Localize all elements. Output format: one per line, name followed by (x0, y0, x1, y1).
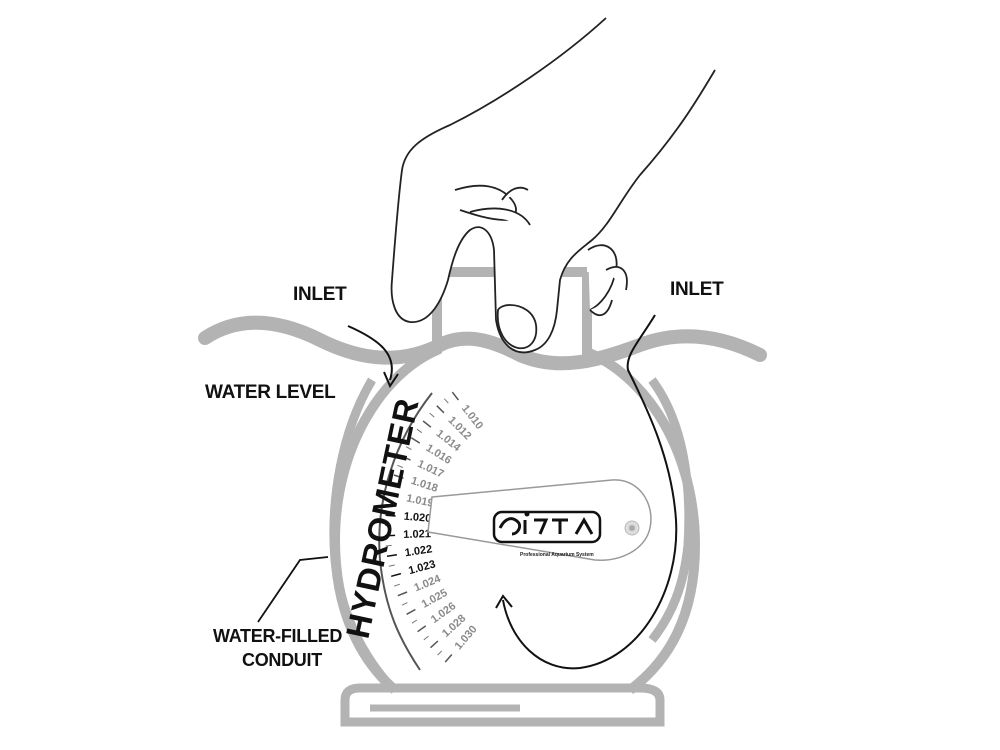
scale-tick (401, 455, 411, 461)
scale-tick (406, 608, 416, 615)
scale-minor-tick (416, 428, 423, 434)
scale-tick (422, 420, 432, 428)
inlet-right-label: INLET (670, 279, 724, 300)
scale-tick (393, 474, 404, 479)
conduit-leader-line (257, 556, 329, 623)
scale-minor-tick (429, 412, 435, 418)
scale-tick (386, 553, 398, 557)
scale-minor-tick (386, 504, 393, 507)
scale-tick-label: 1.022 (404, 543, 433, 559)
scale-minor-tick (397, 464, 404, 468)
arrowhead-down-icon (383, 371, 399, 389)
scale-tick (436, 405, 445, 414)
scale-tick (397, 591, 408, 597)
scale-tick-label: 1.020 (403, 511, 431, 525)
inlet-left-arrow (347, 325, 393, 381)
scale-minor-tick (401, 602, 408, 606)
scale-tick (451, 391, 459, 401)
water-filled-label-line1: WATER-FILLED (213, 626, 342, 646)
scale-tick-label: 1.019 (405, 492, 434, 509)
hydrometer-needle: Professional Aquarium System (427, 479, 652, 561)
brand-tagline: Professional Aquarium System (520, 552, 594, 558)
water-surface (198, 315, 767, 371)
scale-tick (388, 494, 399, 498)
scale-minor-tick (423, 635, 429, 641)
inlet-right-arrow (502, 314, 678, 670)
water-filled-label-line2: CONDUIT (242, 650, 322, 670)
scale-minor-tick (388, 564, 395, 567)
hand-illustration (390, 17, 716, 354)
scale-tick-label: 1.021 (403, 528, 431, 541)
scale-minor-tick (394, 583, 401, 587)
scale-tick (444, 654, 453, 663)
ista-logo (492, 510, 602, 544)
scale-minor-tick (443, 398, 449, 404)
scale-minor-tick (390, 484, 397, 487)
inlet-left-label: INLET (293, 284, 347, 305)
flow-arrows (347, 314, 678, 670)
scale-tick (417, 625, 427, 633)
scale-minor-tick (437, 650, 443, 656)
scale-tick (385, 514, 396, 517)
scale-minor-tick (385, 544, 392, 547)
scale-minor-tick (411, 619, 418, 624)
scale-tick (429, 640, 439, 649)
scale-minor-tick (405, 446, 412, 450)
scale-tick (410, 437, 421, 444)
scale-tick (390, 572, 402, 578)
arrowhead-up-icon (495, 594, 513, 609)
water-level-label: WATER LEVEL (205, 382, 336, 403)
